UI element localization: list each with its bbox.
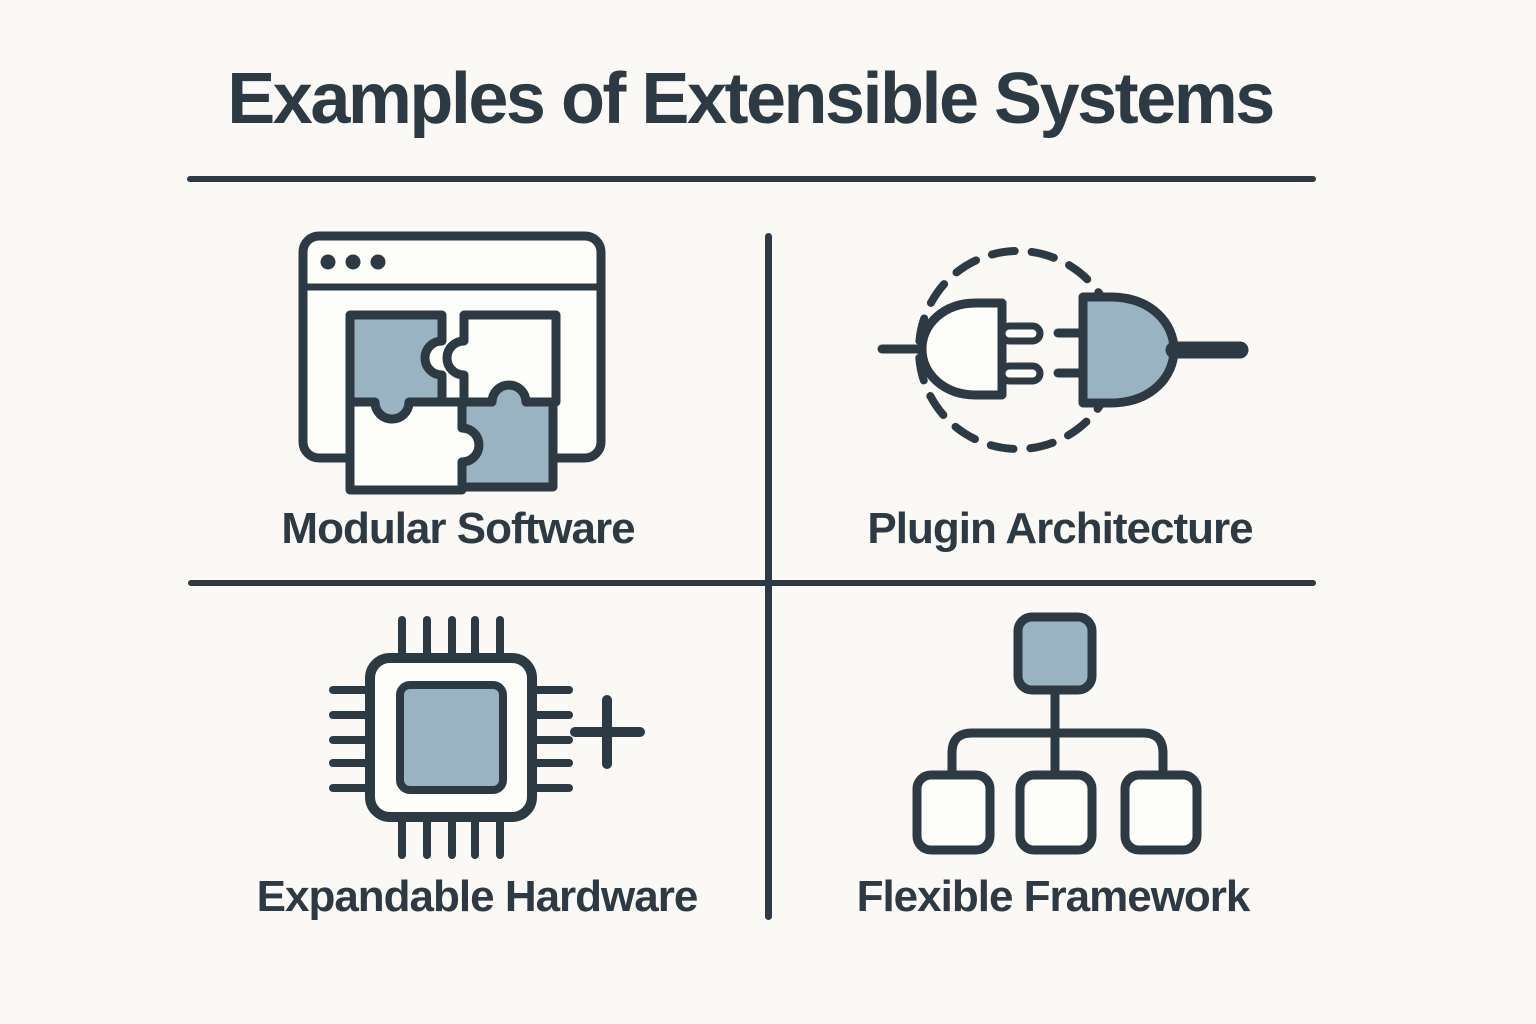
puzzle-browser-icon xyxy=(298,231,606,495)
horizontal-divider xyxy=(188,580,1316,586)
quadrant-label-expandable-hardware: Expandable Hardware xyxy=(256,872,699,921)
chip-core xyxy=(396,681,507,794)
tree-leaf-node xyxy=(1120,770,1202,855)
title-underline xyxy=(187,176,1316,182)
plus-icon xyxy=(570,695,645,769)
page-title: Examples of Extensible Systems xyxy=(227,59,1275,139)
tree-connectors xyxy=(947,688,1168,780)
tree-hierarchy-icon xyxy=(912,612,1202,855)
plug-male-icon xyxy=(877,298,1044,400)
socket-female-icon xyxy=(1053,292,1249,408)
quadrant-label-modular-software: Modular Software xyxy=(281,504,635,553)
chip-plus-icon xyxy=(329,616,645,859)
tree-root-node xyxy=(1013,612,1097,695)
plug-connector-icon xyxy=(877,247,1249,453)
puzzle-pieces-icon xyxy=(345,310,561,495)
quadrant-label-plugin-architecture: Plugin Architecture xyxy=(867,504,1253,553)
vertical-divider xyxy=(765,233,772,920)
tree-leaf-node xyxy=(1015,770,1097,855)
quadrant-label-flexible-framework: Flexible Framework xyxy=(856,872,1251,921)
tree-leaf-node xyxy=(912,770,995,855)
